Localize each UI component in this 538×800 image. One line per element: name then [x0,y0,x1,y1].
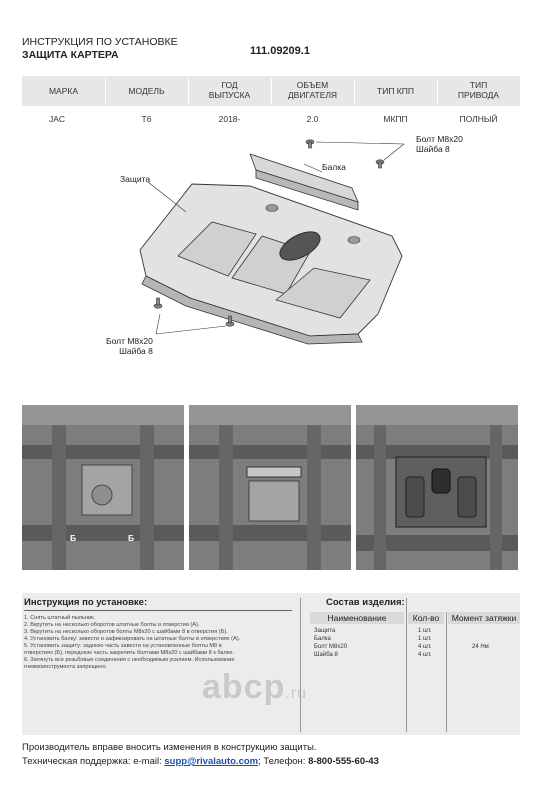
step-line: 1. Снять штатный пыльник. [24,615,96,621]
support-label: Техническая поддержка: e-mail: [22,756,165,767]
instructions-steps: 1. Снять штатный пыльник. 2. Вкрутить на… [24,615,274,671]
watermark-suffix: .ru [285,685,308,702]
col-torque-header: Момент затяжки [448,612,520,624]
support-email-link[interactable]: supp@rivalauto.com [164,756,259,767]
mark-b-2: Б [128,533,135,543]
item-qty: 4 шт. [418,644,432,650]
col-name-header: Наименование [310,612,404,624]
step-line: 3. Вкрутить на несколько оборотов болты … [24,629,228,635]
step-line: 6. Затянуть все резьбовые соединения с н… [24,657,235,663]
article-number: 111.09209.1 [250,45,310,57]
item-name: Шайба 8 [314,652,338,658]
spec-header-make-text: МАРКА [48,86,79,96]
step-line: гневмоинструмента запрещено. [24,664,108,670]
item-name: Балка [314,636,331,642]
photo-step-2 [189,405,351,570]
item-name: Болт М8х20 [314,644,348,650]
spec-header-gearbox: ТИП КПП [377,86,414,96]
support-phone: 8-800-555-60-43 [308,756,379,767]
bolt-label: Болт М8х20 [416,134,463,144]
instructions-underline [24,610,292,611]
guard-callout: Защита [120,174,151,184]
instructions-title: Инструкция по установке: [24,597,148,608]
phone-label: ; Телефон: [258,756,309,767]
spec-value-model: T6 [141,114,152,124]
underbody-photo-2 [189,405,351,570]
spec-value-make: JAC [48,114,66,124]
bolt-label: Болт М8х20 [106,336,153,346]
disclaimer: Производитель вправе вносить изменения в… [22,742,317,753]
watermark-text: abcp [202,668,286,706]
spec-value-engine: 2.0 [306,114,319,124]
watermark: abcp.ru [202,668,307,707]
step-line: отверстиях (Б), переднюю часть закрепить… [24,650,234,656]
step-line: 5. Установить защиту: заднюю часть завес… [24,643,222,649]
washer-label: Шайба 8 [416,144,450,154]
column-divider [446,612,447,732]
item-torque: 24 Нм [472,644,489,650]
spec-header-make: МАРКА [22,86,105,96]
mark-b-1: Б [70,533,77,543]
bolt-callout-top: Болт М8х20 Шайба 8 [416,134,463,154]
product-title: ЗАЩИТА КАРТЕРА [22,49,119,61]
item-name: Защита [314,628,336,634]
spec-value-drive: ПОЛНЫЙ [459,114,498,124]
spec-value-year: 2018- [218,114,241,124]
step-line: 4. Установить балку: завести и зафиксиро… [24,636,241,642]
composition-title: Состав изделия: [326,597,405,608]
step-line: 2. Вкрутить на несколько оборотов штатны… [24,622,200,628]
column-divider [406,598,407,732]
guard-drawing [139,139,405,345]
washer-label: Шайба 8 [119,346,153,356]
col-qty-header: Кол-во [408,612,444,624]
support-line: Техническая поддержка: e-mail: supp@riva… [22,756,379,767]
item-qty: 1 шт. [418,636,432,642]
photo-step-3 [356,405,518,570]
bolt-callout-bottom: Болт М8х20 Шайба 8 [106,336,153,356]
assembly-diagram: Болт М8х20 Шайба 8 Балка Защита Болт М8х… [100,128,520,368]
panel-divider [300,598,301,732]
spec-header-model: МОДЕЛЬ [128,86,165,96]
underbody-photo-3 [356,405,518,570]
item-qty: 4 шт. [418,652,432,658]
installation-photos: Б Б [22,405,518,570]
beam-callout: Балка [322,162,346,172]
spec-value-gearbox: МКПП [383,114,408,124]
doc-type-title: ИНСТРУКЦИЯ ПО УСТАНОВКЕ [22,36,178,48]
underbody-photo-1 [22,405,184,570]
photo-step-1: Б Б [22,405,184,570]
item-qty: 1 шт. [418,628,432,634]
